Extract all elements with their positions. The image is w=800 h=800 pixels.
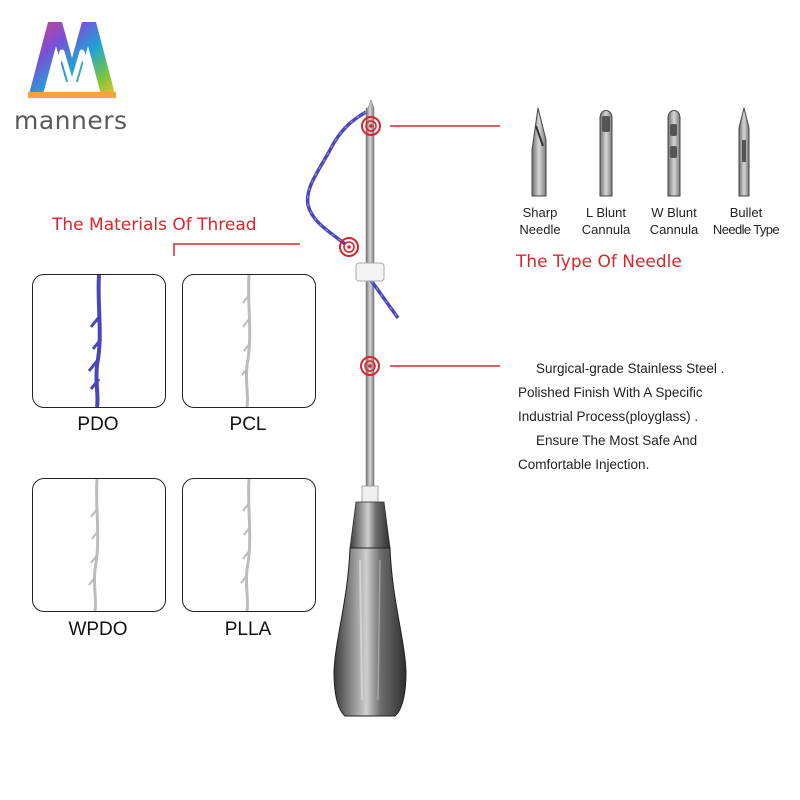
- material-label-wpdo: WPDO: [68, 619, 128, 640]
- description-line: Ensure The Most Safe And: [536, 433, 698, 448]
- material-label-pdo: PDO: [77, 414, 119, 435]
- description-line: Industrial Process(ployglass) .: [518, 409, 699, 424]
- needle-shaft: [365, 99, 375, 495]
- material-thumb-pcl: [182, 274, 316, 408]
- materials-title: The Materials Of Thread: [52, 215, 257, 235]
- sharp-needle-icon: [531, 107, 547, 197]
- target-marker-thread: [339, 237, 359, 257]
- target-marker-needle-tip: [361, 116, 381, 136]
- material-label-pcl: PCL: [229, 414, 267, 435]
- brand-name: manners: [14, 106, 128, 135]
- needle-types-title: The Type Of Needle: [516, 252, 682, 272]
- material-thumb-pdo: [32, 274, 166, 408]
- target-marker-shaft: [360, 356, 380, 376]
- material-label-plla: PLLA: [224, 619, 272, 640]
- manners-logo-icon: [22, 12, 122, 108]
- description-line: Surgical-grade Stainless Steel .: [536, 361, 725, 376]
- needle-description: Surgical-grade Stainless Steel . Polishe…: [518, 357, 788, 477]
- connector-line-materials: [173, 243, 300, 256]
- bullet-needle-icon: [738, 107, 750, 197]
- thread: [305, 110, 400, 320]
- description-line: Polished Finish With A Specific: [518, 385, 703, 400]
- material-thumb-plla: [182, 478, 316, 612]
- description-line: Comfortable Injection.: [518, 457, 650, 472]
- needle-handle: [333, 485, 407, 717]
- w-blunt-cannula-icon: [667, 110, 681, 197]
- material-thumb-wpdo: [32, 478, 166, 612]
- thread-collar: [355, 262, 385, 282]
- l-blunt-cannula-icon: [599, 110, 613, 197]
